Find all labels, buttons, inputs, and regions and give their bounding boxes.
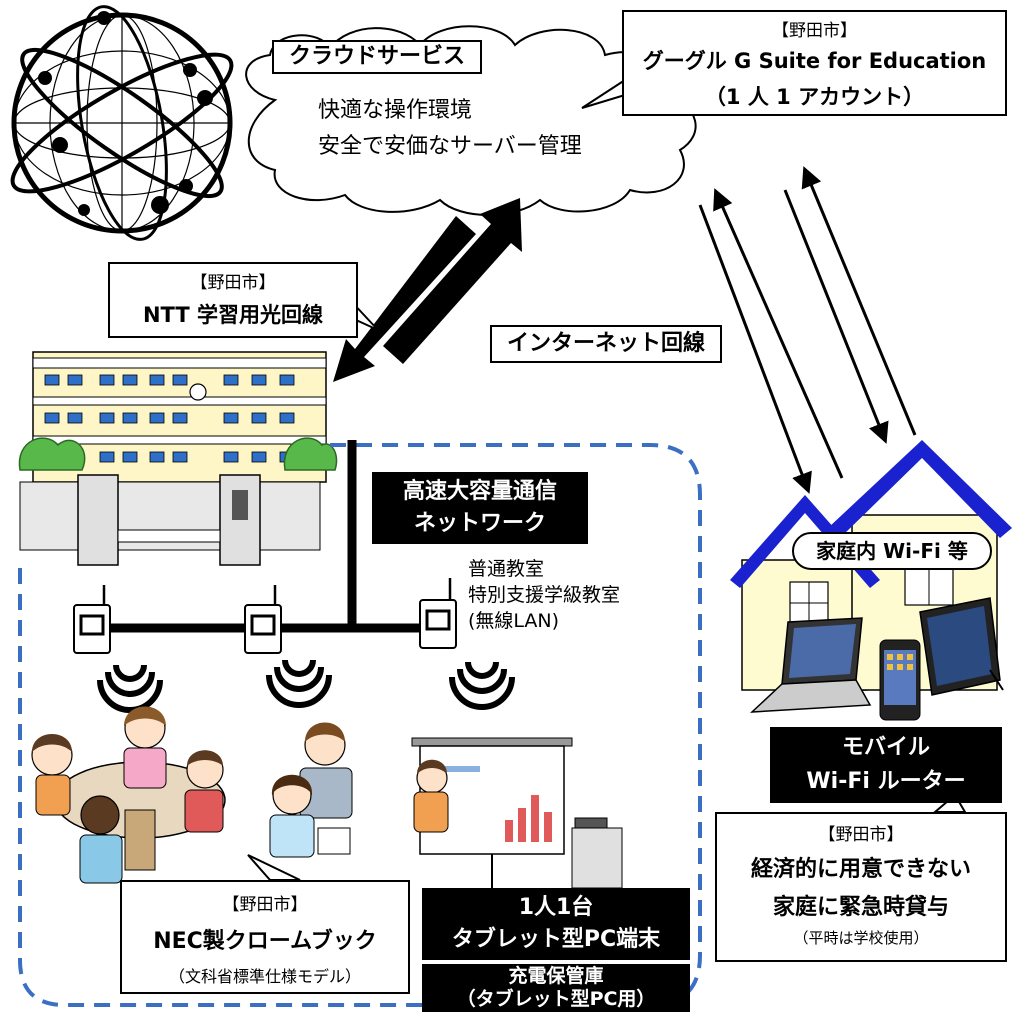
storage-label-line-1: 充電保管庫 (508, 965, 604, 987)
chromebook-callout-pointer (247, 854, 301, 881)
chromebook-note: （文科省標準仕様モデル） (168, 967, 361, 986)
projector-screen-icon (411, 737, 623, 895)
chromebook-box: 【野田市】 NEC製クロームブック （文科省標準仕様モデル） (120, 880, 410, 994)
tablet-label-line-1: 1人1台 (518, 895, 594, 920)
wifi-signal-icon (97, 659, 515, 713)
tablet-label-line-2: タブレット型PC端末 (451, 927, 661, 952)
classroom-info-line-2: 特別支援学級教室 (468, 584, 621, 606)
network-label-line-2: ネットワーク (413, 511, 546, 536)
tablet-label: 1人1台 タブレット型PC端末 (422, 888, 690, 960)
loan-line-2: 家庭に緊急時貸与 (772, 895, 949, 920)
loan-line-1: 経済的に用意できない (750, 857, 971, 882)
gsuite-sub: （1 人 1 アカウント） (704, 85, 925, 109)
home-wifi-label: 家庭内 Wi-Fi 等 (792, 532, 992, 570)
internet-line-label: インターネット回線 (490, 325, 722, 363)
wireless-access-point-icon (419, 578, 457, 649)
gsuite-box: 【野田市】 グーグル G Suite for Education （1 人 1 … (622, 10, 1007, 116)
loan-note: （平時は学校使用） (793, 929, 929, 947)
loan-city: 【野田市】 (818, 825, 904, 845)
cloud-line-1: 快適な操作環境 (318, 98, 473, 123)
chromebook-city: 【野田市】 (222, 895, 308, 915)
mobile-router-line-2: Wi-Fi ルーター (806, 769, 966, 794)
wireless-access-point-icon (73, 585, 111, 654)
classroom-info-line-3: (無線LAN) (468, 610, 560, 632)
mobile-router-label: モバイル Wi-Fi ルーター (770, 727, 1002, 803)
gsuite-city: 【野田市】 (772, 21, 857, 41)
school-building-icon (18, 351, 338, 566)
classroom-info: 普通教室 特別支援学級教室 (無線LAN) (468, 556, 620, 634)
globe-icon (10, 5, 234, 241)
storage-label: 充電保管庫 （タブレット型PC用） (422, 964, 690, 1012)
wireless-access-point-icon (244, 585, 282, 654)
ntt-box: 【野田市】 NTT 学習用光回線 (108, 262, 358, 338)
loan-box: 【野田市】 経済的に用意できない 家庭に緊急時貸与 （平時は学校使用） (715, 812, 1007, 962)
students-illustration (31, 706, 353, 884)
chromebook-title: NEC製クロームブック (153, 929, 377, 954)
ntt-city: 【野田市】 (190, 273, 276, 293)
laptop-icon (749, 617, 872, 713)
ntt-title: NTT 学習用光回線 (142, 303, 324, 327)
network-label: 高速大容量通信 ネットワーク (372, 472, 588, 544)
cloud-service-label: クラウドサービス (272, 40, 482, 74)
smartphone-icon (879, 639, 921, 721)
storage-label-line-2: （タブレット型PC用） (456, 988, 656, 1010)
fiber-line-arrows (333, 198, 522, 382)
cloud-line-2: 安全で安価なサーバー管理 (318, 134, 582, 159)
internet-arrows (698, 166, 917, 494)
gsuite-title: グーグル G Suite for Education (642, 49, 987, 73)
school-network-boundary (18, 443, 702, 1007)
mobile-router-line-1: モバイル (841, 735, 930, 760)
classroom-info-line-1: 普通教室 (468, 558, 545, 580)
network-label-line-1: 高速大容量通信 (402, 479, 557, 504)
tablet-icon (919, 597, 1004, 696)
